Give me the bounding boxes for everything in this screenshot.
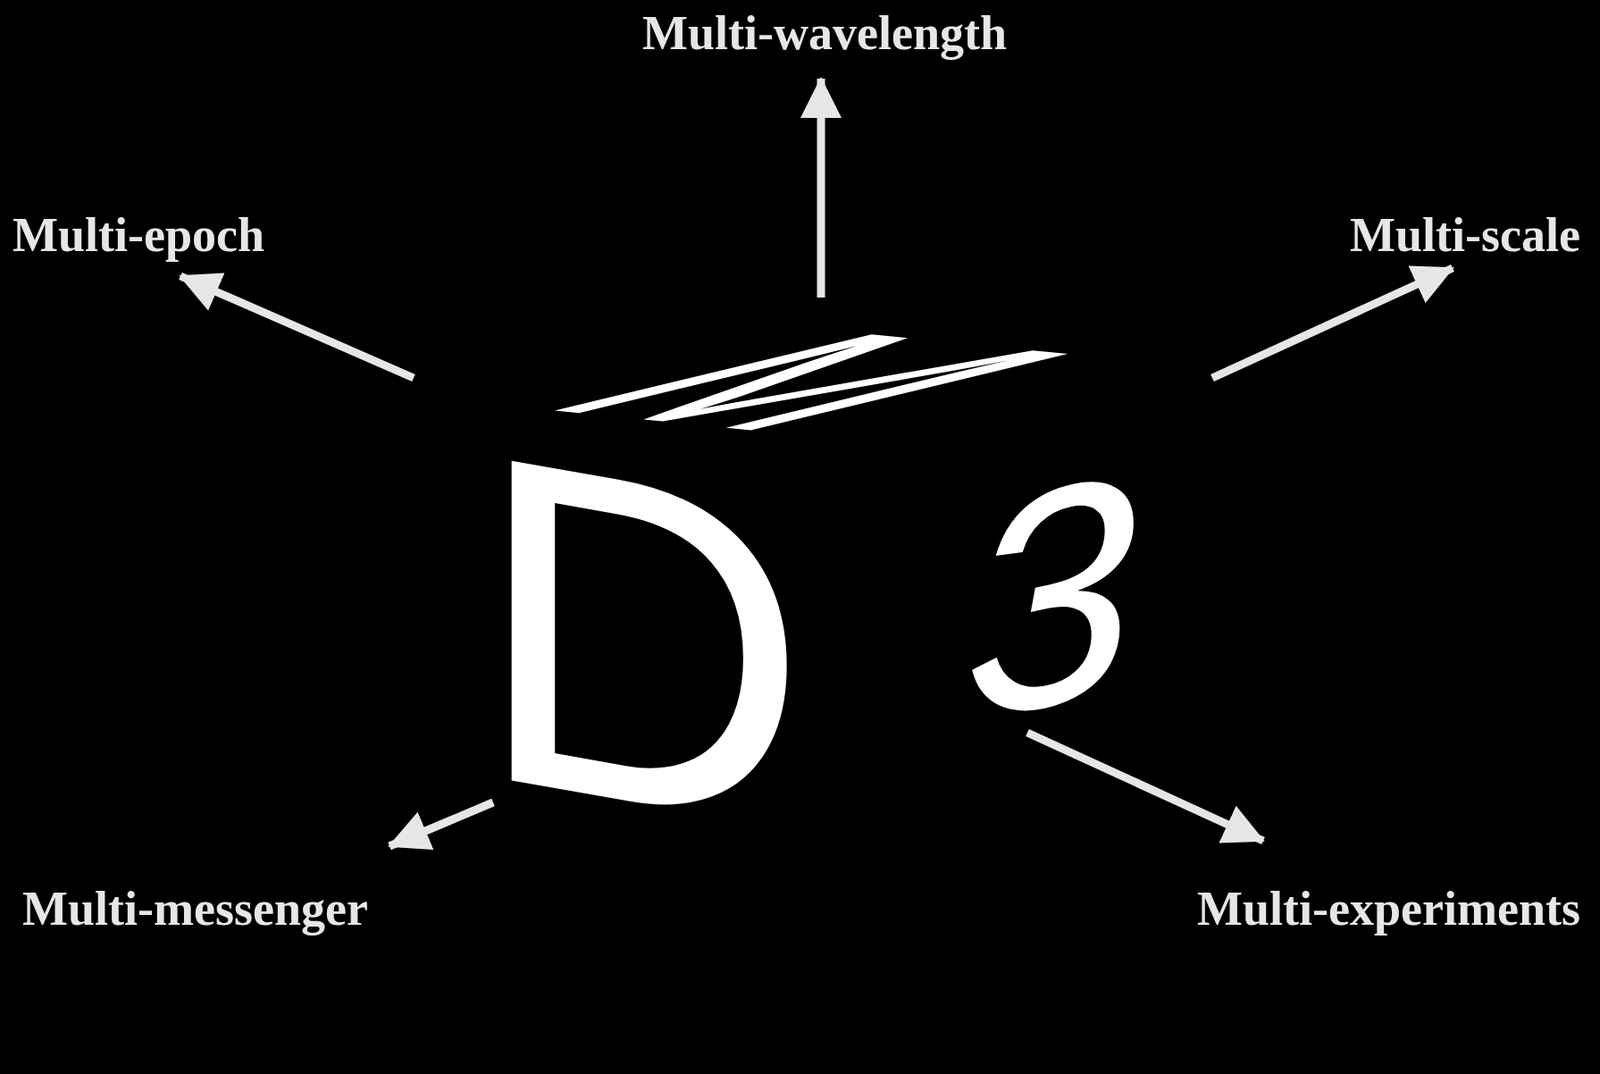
cosmic-web-texture (846, 346, 1215, 1067)
arrow (180, 276, 414, 378)
arrow (1027, 732, 1264, 841)
axis-label: Multi-messenger (22, 884, 369, 933)
axis-label: Multi-experiments (1197, 884, 1581, 933)
cube-left-face (413, 379, 878, 1067)
axis-label: Multi-scale (1349, 210, 1581, 260)
cube-right-face (846, 346, 1215, 1067)
cosmic-web-texture (413, 379, 878, 1067)
arrow (1212, 268, 1453, 378)
logo-letter: D (473, 380, 810, 905)
arrow (817, 78, 826, 298)
axis-label: Multi-epoch (12, 210, 265, 260)
axis-label: Multi-wavelength (642, 8, 1007, 58)
cube-node: MD3 (393, 285, 1233, 1074)
logo-letter: 3 (964, 425, 1137, 771)
